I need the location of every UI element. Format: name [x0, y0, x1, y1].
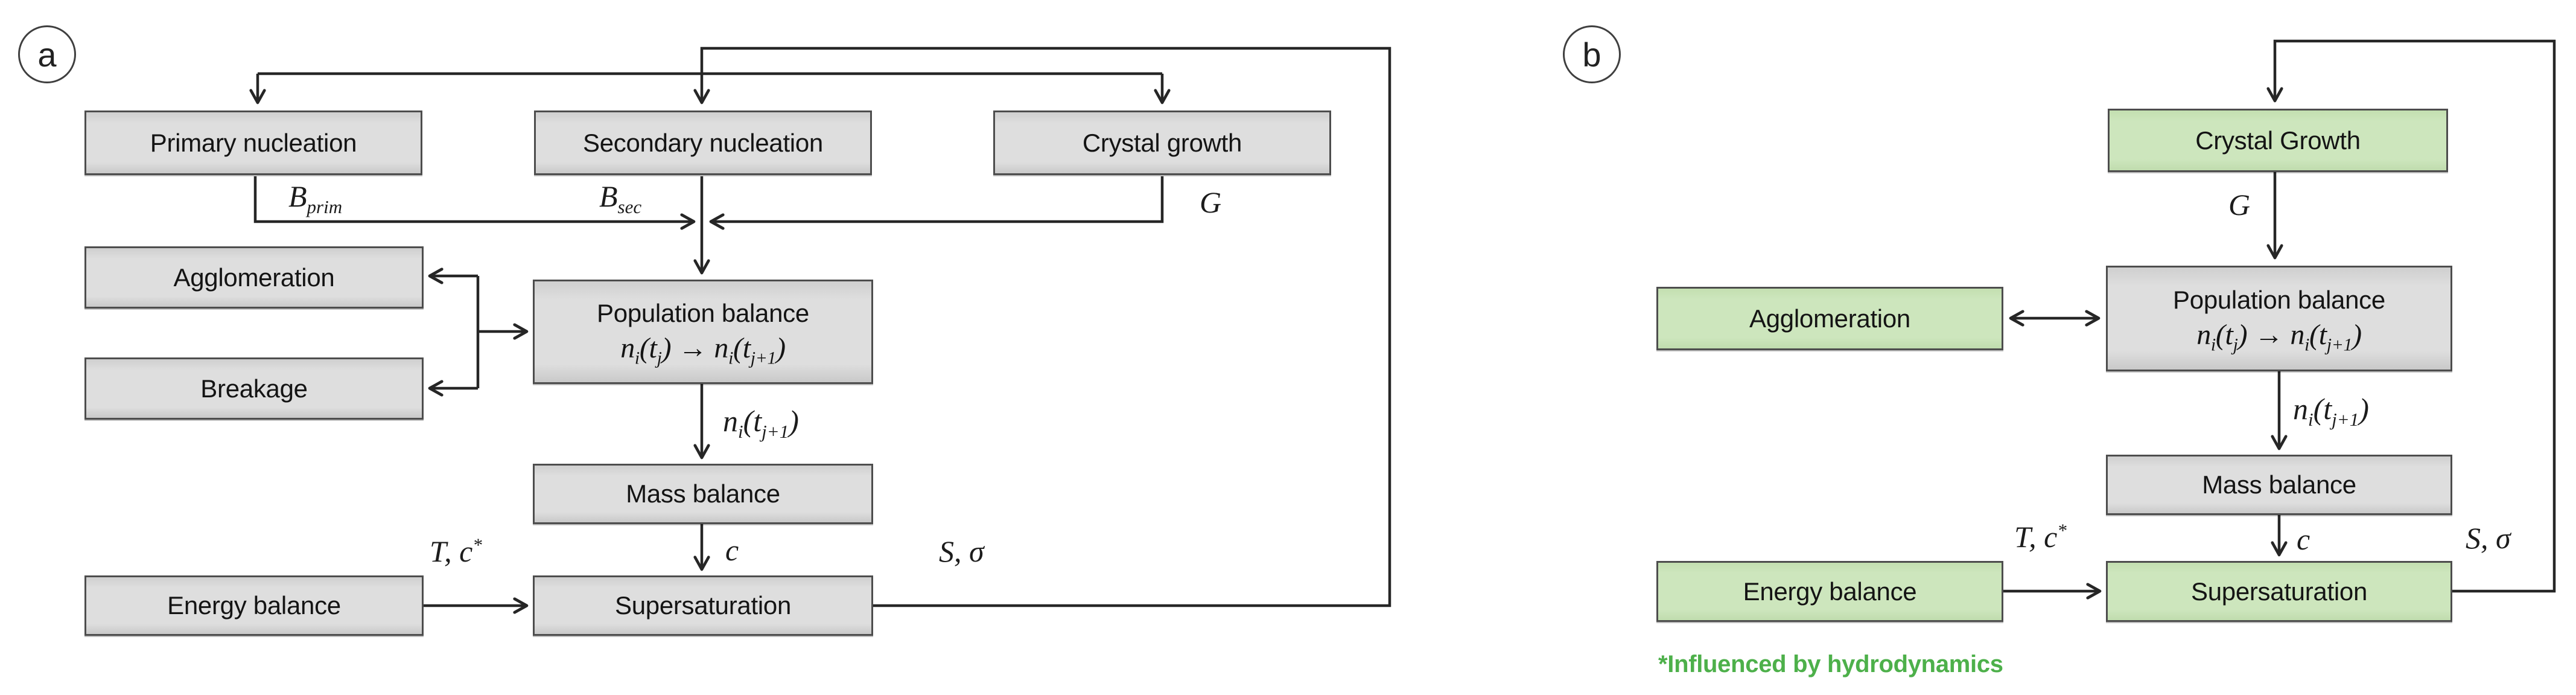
box-energy-balance-a-label: Energy balance — [167, 591, 341, 620]
box-supersaturation-a-label: Supersaturation — [614, 591, 792, 620]
label-n-next-a: ni(tj+1) — [723, 404, 799, 442]
box-supersaturation-b-label: Supersaturation — [2190, 577, 2368, 606]
box-energy-balance-a: Energy balance — [84, 575, 424, 636]
box-mass-balance-a-label: Mass balance — [626, 479, 780, 508]
label-t-cstar-a: T, c* — [430, 534, 482, 568]
box-supersaturation-b: Supersaturation — [2106, 561, 2452, 622]
box-mass-balance-a: Mass balance — [533, 464, 873, 524]
label-n-next-b: ni(tj+1) — [2293, 392, 2369, 430]
label-s-sigma-a: S, σ — [939, 534, 984, 568]
label-t-cstar-b: T, c* — [2014, 519, 2067, 554]
box-mass-balance-b: Mass balance — [2106, 455, 2452, 515]
box-energy-balance-b: Energy balance — [1656, 561, 2003, 622]
box-population-balance-a-equation: ni(tj) → ni(tj+1) — [620, 332, 786, 368]
box-population-balance-b-equation: ni(tj) → ni(tj+1) — [2196, 319, 2362, 355]
box-agglomeration-a: Agglomeration — [84, 246, 424, 309]
box-population-balance-a-title: Population balance — [597, 299, 809, 327]
wire-a-g — [711, 176, 1164, 222]
label-c-b: c — [2297, 522, 2310, 556]
box-mass-balance-b-label: Mass balance — [2202, 470, 2356, 499]
box-primary-nucleation-label: Primary nucleation — [150, 128, 357, 157]
box-population-balance-a: Population balance ni(tj) → ni(tj+1) — [533, 280, 873, 384]
label-b-sec: Bsec — [599, 179, 642, 217]
box-crystal-growth-b-label: Crystal Growth — [2195, 126, 2361, 155]
box-primary-nucleation: Primary nucleation — [84, 110, 422, 175]
panel-b-tag: b — [1563, 25, 1621, 83]
box-secondary-nucleation: Secondary nucleation — [534, 110, 872, 175]
box-crystal-growth-a-label: Crystal growth — [1082, 128, 1242, 157]
box-agglomeration-a-label: Agglomeration — [173, 263, 335, 292]
box-breakage: Breakage — [84, 357, 424, 420]
box-agglomeration-b: Agglomeration — [1656, 287, 2003, 350]
label-g-a: G — [1200, 185, 1222, 219]
box-energy-balance-b-label: Energy balance — [1743, 577, 1917, 606]
label-c-a: c — [725, 533, 739, 567]
box-population-balance-b: Population balance ni(tj) → ni(tj+1) — [2106, 266, 2452, 371]
box-agglomeration-b-label: Agglomeration — [1749, 304, 1910, 333]
label-s-sigma-b: S, σ — [2466, 521, 2511, 555]
panel-a-tag-letter: a — [37, 35, 57, 74]
box-population-balance-b-title: Population balance — [2173, 286, 2385, 314]
box-breakage-label: Breakage — [200, 374, 308, 403]
panel-b-tag-letter: b — [1582, 35, 1601, 74]
panel-a-tag: a — [18, 25, 76, 83]
footnote-hydrodynamics: *Influenced by hydrodynamics — [1658, 651, 2003, 677]
box-supersaturation-a: Supersaturation — [533, 575, 873, 636]
box-secondary-nucleation-label: Secondary nucleation — [583, 128, 823, 157]
box-crystal-growth-b: Crystal Growth — [2108, 109, 2448, 172]
box-crystal-growth-a: Crystal growth — [993, 110, 1331, 175]
label-b-prim: Bprim — [288, 179, 343, 217]
label-g-b: G — [2228, 188, 2251, 222]
